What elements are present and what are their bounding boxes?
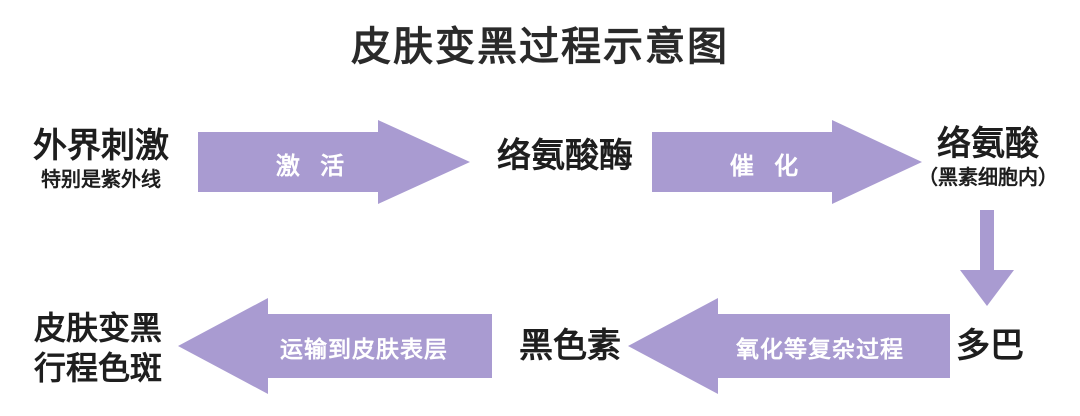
node-skin-darkening-line2: 行程色斑	[33, 349, 162, 387]
arrow-oxidize-label: 氧化等复杂过程	[736, 337, 904, 363]
node-external-stimulus: 外界刺激 特别是紫外线	[16, 126, 186, 192]
arrow-transport-shape	[178, 298, 492, 394]
arrow-down-icon	[960, 210, 1014, 306]
arrow-down-shape	[960, 210, 1014, 306]
arrow-activate: 激 活	[198, 120, 470, 204]
arrow-catalyze: 催 化	[652, 120, 922, 204]
arrow-oxidize-shape	[628, 298, 950, 394]
node-tyrosine: 络氨酸 （黑素细胞内）	[908, 124, 1068, 190]
arrow-transport: 运输到皮肤表层	[178, 298, 492, 394]
node-external-stimulus-main: 外界刺激	[33, 126, 169, 166]
node-external-stimulus-sub: 特别是紫外线	[41, 167, 161, 191]
node-tyrosine-main: 络氨酸	[937, 124, 1039, 164]
arrow-right-icon	[652, 120, 922, 204]
arrow-left-icon	[178, 298, 492, 394]
node-melanin-main: 黑色素	[519, 326, 621, 366]
node-skin-darkening-line1: 皮肤变黑	[33, 309, 162, 347]
arrow-oxidize: 氧化等复杂过程	[628, 298, 950, 394]
arrow-down	[960, 210, 1014, 306]
node-dopa-main: 多巴	[956, 326, 1024, 366]
arrow-right-icon	[198, 120, 470, 204]
arrow-activate-shape	[198, 120, 470, 204]
arrow-catalyze-shape	[652, 120, 922, 204]
node-melanin: 黑色素	[500, 326, 640, 366]
node-skin-darkening: 皮肤变黑 行程色斑	[18, 308, 178, 388]
diagram-title: 皮肤变黑过程示意图	[351, 24, 729, 70]
node-tyrosine-sub: （黑素细胞内）	[918, 165, 1058, 189]
arrow-activate-label: 激 活	[275, 152, 351, 180]
arrow-transport-label: 运输到皮肤表层	[280, 337, 448, 363]
node-dopa: 多巴	[940, 326, 1040, 366]
arrow-catalyze-label: 催 化	[729, 152, 805, 180]
arrow-left-icon	[628, 298, 950, 394]
node-tyrosinase-main: 络氨酸酶	[497, 136, 633, 176]
node-tyrosinase: 络氨酸酶	[470, 136, 660, 176]
